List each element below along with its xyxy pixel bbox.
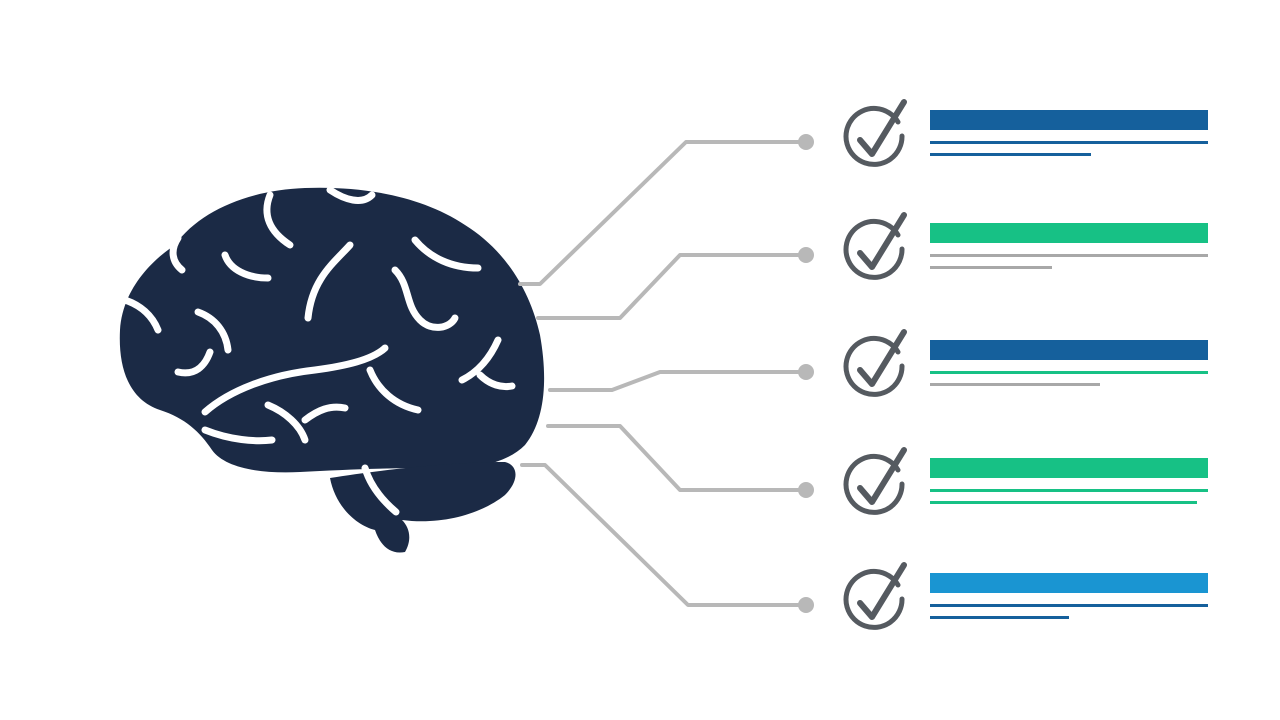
- checklist-item: [843, 447, 1208, 515]
- connector-dot: [798, 247, 814, 263]
- connector-line: [518, 140, 808, 286]
- heading-bar: [930, 110, 1208, 130]
- check-mark: [857, 99, 907, 157]
- text-line: [930, 153, 1091, 156]
- check-mark: [857, 329, 907, 387]
- connector-dot: [798, 364, 814, 380]
- text-line: [930, 383, 1100, 386]
- check-circle-icon: [843, 329, 907, 397]
- heading-bar: [930, 340, 1208, 360]
- connector-line: [546, 424, 808, 492]
- check-circle-icon: [843, 562, 907, 630]
- connector-dot: [798, 134, 814, 150]
- text-line: [930, 489, 1208, 492]
- heading-bar: [930, 223, 1208, 243]
- checklist-item: [843, 562, 1208, 630]
- checklist-items: [843, 99, 1208, 630]
- check-ring: [843, 335, 905, 397]
- text-line: [930, 501, 1197, 504]
- check-mark: [857, 562, 907, 620]
- check-circle-icon: [843, 447, 907, 515]
- connector-line: [536, 253, 808, 320]
- connector-line: [520, 463, 808, 607]
- text-line: [930, 254, 1208, 257]
- text-line: [930, 266, 1052, 269]
- heading-bar: [930, 573, 1208, 593]
- check-ring: [843, 568, 905, 630]
- text-line: [930, 616, 1069, 619]
- brain-cerebrum: [119, 187, 545, 473]
- check-mark: [857, 212, 907, 270]
- check-circle-icon: [843, 99, 907, 167]
- brain-icon: [119, 186, 545, 553]
- connector-line: [548, 370, 808, 392]
- checklist-item: [843, 329, 1208, 397]
- connector-lines: [518, 134, 814, 613]
- text-line: [930, 371, 1208, 374]
- checklist-item: [843, 99, 1208, 167]
- check-mark: [857, 447, 907, 505]
- check-ring: [843, 218, 905, 280]
- text-line: [930, 604, 1208, 607]
- connector-dot: [798, 597, 814, 613]
- brain-folds: [121, 186, 516, 516]
- brain-cerebellum: [330, 462, 516, 553]
- text-line: [930, 141, 1208, 144]
- check-circle-icon: [843, 212, 907, 280]
- check-ring: [843, 105, 905, 167]
- connector-dot: [798, 482, 814, 498]
- check-ring: [843, 453, 905, 515]
- checklist-item: [843, 212, 1208, 280]
- heading-bar: [930, 458, 1208, 478]
